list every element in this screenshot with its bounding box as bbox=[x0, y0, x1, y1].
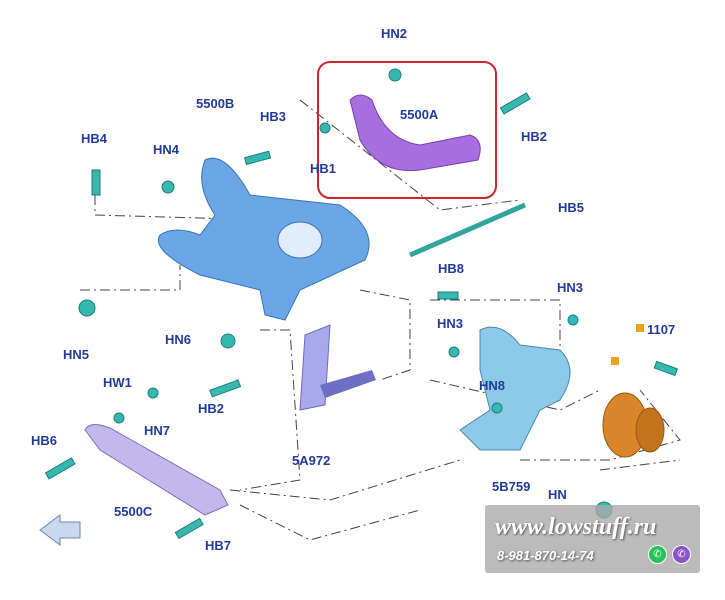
upper-arm-5500a bbox=[349, 94, 481, 172]
label-hn8: HN8 bbox=[479, 378, 506, 393]
label-hb8: HB8 bbox=[438, 261, 465, 276]
viber-icon: ✆ bbox=[672, 545, 691, 564]
label-hn6: HN6 bbox=[165, 332, 192, 347]
watermark-url: www.lowstuff.ru bbox=[495, 514, 657, 540]
new-part-marker-icon bbox=[636, 324, 644, 332]
label-hw1: HW1 bbox=[103, 375, 132, 390]
watermark: www.lowstuff.ru 8-981-870-14-74 ✆ ✆ bbox=[485, 505, 700, 573]
label-5500a: 5500A bbox=[400, 107, 439, 122]
label-hn4: HN4 bbox=[153, 142, 180, 157]
label-1107: 1107 bbox=[647, 322, 676, 337]
label-hn5: HN5 bbox=[63, 347, 90, 362]
label-hb3: HB3 bbox=[260, 109, 287, 124]
label-hb6: HB6 bbox=[31, 433, 58, 448]
label-5500c: 5500C bbox=[114, 504, 153, 519]
label-hb2-lower: HB2 bbox=[198, 401, 225, 416]
label-hn7: HN7 bbox=[144, 423, 171, 438]
label-hb4: HB4 bbox=[81, 131, 108, 146]
watermark-phone: 8-981-870-14-74 bbox=[497, 548, 594, 563]
highlight-box bbox=[317, 61, 497, 199]
bolt-hb5 bbox=[409, 202, 526, 258]
label-hb5: HB5 bbox=[558, 200, 585, 215]
direction-arrow-icon bbox=[39, 514, 81, 546]
label-hb7: HB7 bbox=[205, 538, 232, 553]
label-hn2: HN2 bbox=[381, 26, 408, 41]
label-hn3: HN3 bbox=[437, 316, 464, 331]
whatsapp-icon: ✆ bbox=[648, 545, 667, 564]
label-5a972: 5A972 bbox=[292, 453, 331, 468]
bracket-5500b bbox=[158, 157, 370, 321]
label-hb2: HB2 bbox=[521, 129, 548, 144]
label-hn3: HN3 bbox=[557, 280, 584, 295]
label-hb1: HB1 bbox=[310, 161, 337, 176]
lower-arm-5500c bbox=[84, 424, 229, 516]
knuckle-5b759 bbox=[459, 326, 571, 451]
new-part-marker-icon bbox=[611, 357, 619, 365]
label-5500b: 5500B bbox=[196, 96, 235, 111]
label-5b759: 5B759 bbox=[492, 479, 531, 494]
label-hn: HN bbox=[548, 487, 567, 502]
